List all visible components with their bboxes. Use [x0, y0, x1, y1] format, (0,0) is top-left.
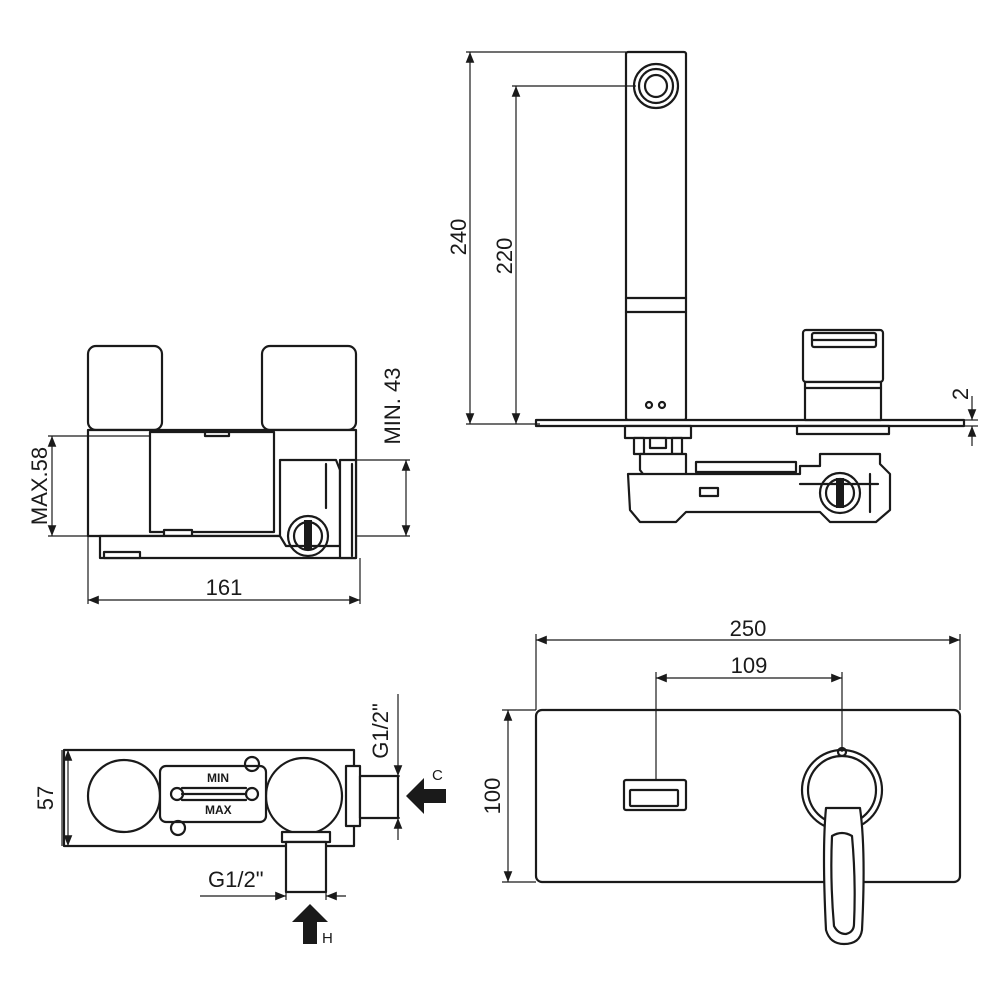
- lever-handle-side: [795, 328, 891, 436]
- lever-handle-front: [800, 746, 884, 946]
- cover-plate: [534, 708, 962, 884]
- dimension-109-label: 109: [731, 653, 768, 678]
- front-view-plate: 250 109 100: [480, 616, 962, 946]
- dimension-2-label: 2: [948, 388, 973, 400]
- dimension-max58-label: MAX.58: [27, 447, 52, 525]
- dimension-g12-hot-label: G1/2": [208, 867, 264, 892]
- dimension-100-label: 100: [480, 778, 505, 815]
- cold-inlet-arrow-icon: C: [406, 767, 446, 814]
- dimension-2: 2: [948, 388, 978, 446]
- dimension-100: 100: [480, 709, 536, 883]
- dimension-g12-cold: G1/2": [362, 694, 403, 840]
- dimension-161-label: 161: [206, 575, 243, 600]
- dimension-240-label: 240: [446, 219, 471, 256]
- side-elevation-view: 240 220 2: [446, 50, 978, 524]
- hot-inlet-arrow-icon: H: [292, 904, 333, 947]
- dimension-220-label: 220: [492, 238, 517, 275]
- dimension-161: 161: [87, 536, 361, 605]
- dimension-57: 57: [33, 750, 73, 846]
- dimension-109: 109: [655, 653, 843, 780]
- dimension-240: 240: [446, 51, 626, 425]
- dimension-g12-hot: G1/2": [200, 867, 346, 901]
- dimension-250: 250: [535, 616, 961, 710]
- min-label: MIN: [207, 771, 229, 785]
- dimension-250-label: 250: [730, 616, 767, 641]
- dimension-g12-cold-label: G1/2": [368, 703, 393, 759]
- dimension-max58: MAX.58: [27, 435, 150, 537]
- hot-label: H: [322, 930, 333, 947]
- dimension-220: 220: [492, 85, 636, 424]
- cold-label: C: [432, 767, 443, 784]
- body-top-view: MIN MAX 57 G1/2" G1/2" C: [33, 694, 446, 947]
- dimension-min43-label: MIN. 43: [380, 367, 405, 444]
- max-label: MAX: [205, 803, 232, 817]
- body-side-view: MAX.58 MIN. 43 161: [27, 344, 411, 605]
- dimension-57-label: 57: [33, 786, 58, 810]
- spout-outlet-front: [622, 778, 688, 812]
- wall-plate-edge: [534, 418, 966, 428]
- dimension-min43: MIN. 43: [356, 367, 411, 537]
- concealed-body-side: [623, 424, 892, 524]
